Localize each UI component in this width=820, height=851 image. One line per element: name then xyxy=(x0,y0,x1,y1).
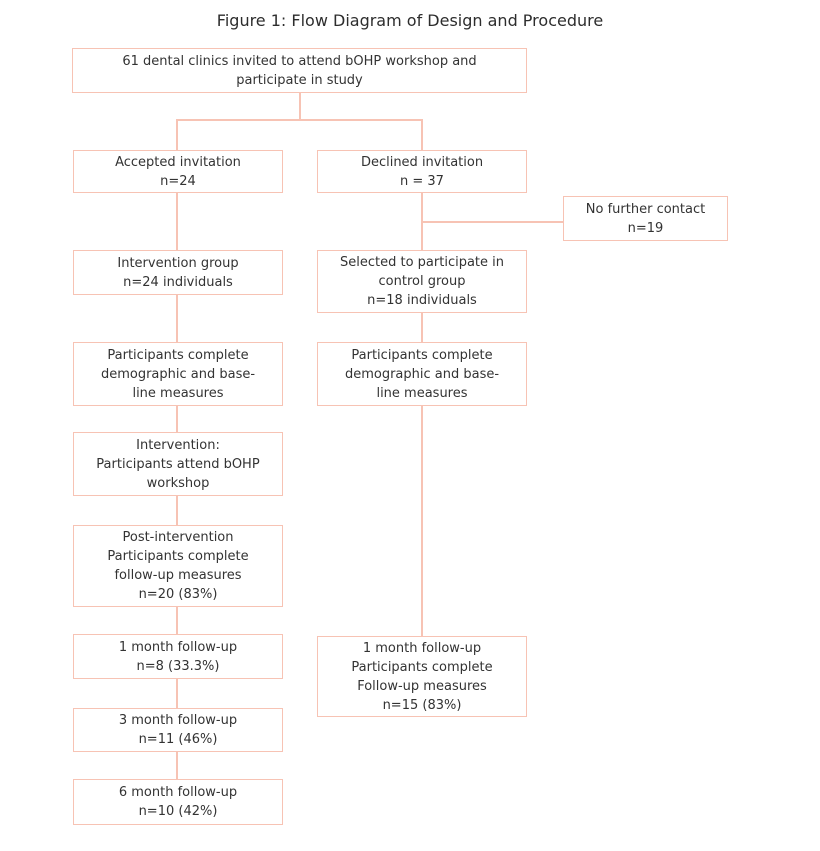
connector-month1-to-month3 xyxy=(176,679,178,708)
connector-invited-down xyxy=(299,93,301,121)
connector-baseline-to-intervention xyxy=(176,406,178,432)
flow-box-declined: Declined invitation n = 37 xyxy=(317,150,527,193)
flow-box-baseline-control: Participants complete demographic and ba… xyxy=(317,342,527,406)
figure-title: Figure 1: Flow Diagram of Design and Pro… xyxy=(216,11,604,30)
connector-intervention-to-post xyxy=(176,496,178,525)
connector-group-to-baseline xyxy=(176,295,178,342)
flow-box-month1-control: 1 month follow-up Participants complete … xyxy=(317,636,527,717)
flow-box-month6-intervention: 6 month follow-up n=10 (42%) xyxy=(73,779,283,825)
flow-box-baseline-intervention: Participants complete demographic and ba… xyxy=(73,342,283,406)
connector-branch-to-accepted xyxy=(176,119,178,150)
connector-to-no-further-contact xyxy=(421,221,563,223)
connector-branch-to-declined xyxy=(421,119,423,150)
connector-baseline-to-month1-control xyxy=(421,406,423,636)
connector-accepted-to-group xyxy=(176,193,178,250)
flow-box-control-group: Selected to participate in control group… xyxy=(317,250,527,313)
flow-box-invited: 61 dental clinics invited to attend bOHP… xyxy=(72,48,527,93)
flow-box-month1-intervention: 1 month follow-up n=8 (33.3%) xyxy=(73,634,283,679)
connector-month3-to-month6 xyxy=(176,752,178,779)
flow-box-accepted: Accepted invitation n=24 xyxy=(73,150,283,193)
flow-box-month3-intervention: 3 month follow-up n=11 (46%) xyxy=(73,708,283,752)
connector-post-to-month1 xyxy=(176,607,178,634)
flow-box-post-intervention: Post-intervention Participants complete … xyxy=(73,525,283,607)
flow-box-intervention-group: Intervention group n=24 individuals xyxy=(73,250,283,295)
flow-box-no-further-contact: No further contact n=19 xyxy=(563,196,728,241)
connector-control-to-baseline xyxy=(421,313,423,342)
flow-box-intervention: Intervention: Participants attend bOHP w… xyxy=(73,432,283,496)
connector-branch-horizontal xyxy=(176,119,423,121)
